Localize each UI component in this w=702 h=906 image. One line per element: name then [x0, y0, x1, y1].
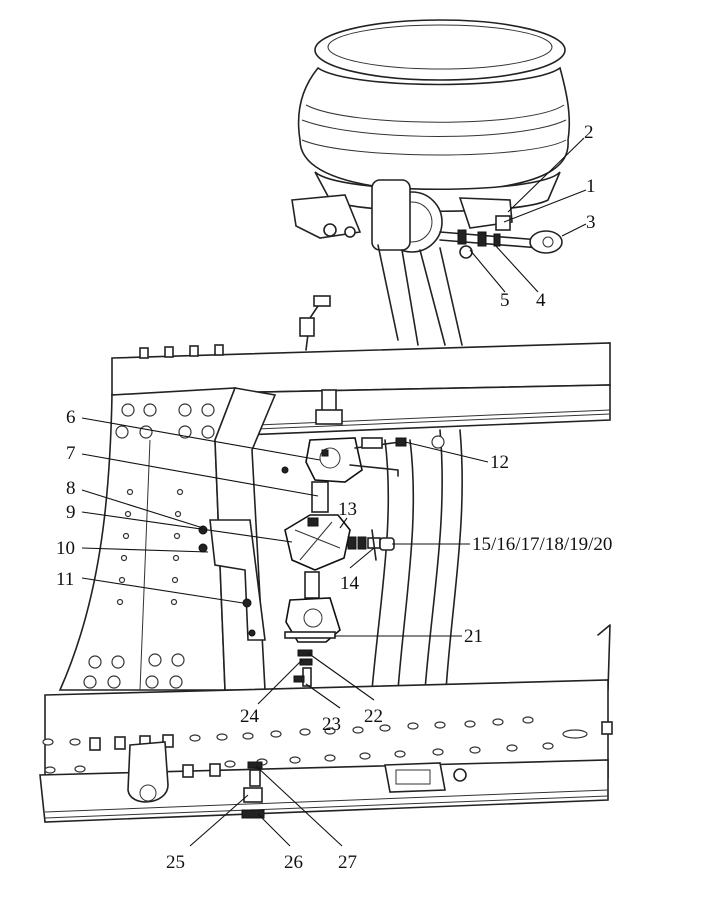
rail-holes — [83, 403, 215, 689]
air-spring — [297, 19, 571, 213]
leader-lines — [81, 137, 587, 847]
valve-assembly — [284, 389, 407, 687]
callout-27: 27 — [338, 852, 357, 873]
callout-22: 22 — [364, 706, 383, 727]
lower-crossbeam — [39, 679, 613, 823]
callout-13: 13 — [338, 499, 357, 520]
callout-14: 14 — [340, 573, 360, 594]
beam-slots — [42, 716, 588, 774]
callout-labels: 1 2 3 4 5 6 7 8 9 10 11 12 13 14 15/16/1… — [56, 122, 612, 873]
callout-4: 4 — [536, 290, 546, 311]
callout-2: 2 — [584, 122, 594, 143]
callout-21: 21 — [464, 626, 483, 647]
callout-5: 5 — [500, 290, 510, 311]
callout-24: 24 — [240, 706, 260, 727]
top-bolts — [139, 344, 224, 359]
callout-11: 11 — [56, 569, 74, 590]
callout-7: 7 — [66, 443, 76, 464]
callout-3: 3 — [586, 212, 596, 233]
side-rail — [58, 387, 289, 691]
right-member — [371, 429, 611, 691]
leveling-rod — [439, 215, 563, 259]
callout-12: 12 — [490, 452, 509, 473]
callout-26: 26 — [284, 852, 303, 873]
callout-1: 1 — [586, 176, 596, 197]
callout-25: 25 — [166, 852, 185, 873]
support-legs — [377, 244, 463, 346]
callout-9: 9 — [66, 502, 76, 523]
callout-8: 8 — [66, 478, 76, 499]
callout-15-20: 15/16/17/18/19/20 — [472, 534, 612, 555]
callout-6: 6 — [66, 407, 76, 428]
callout-10: 10 — [56, 538, 75, 559]
callout-23: 23 — [322, 714, 341, 735]
